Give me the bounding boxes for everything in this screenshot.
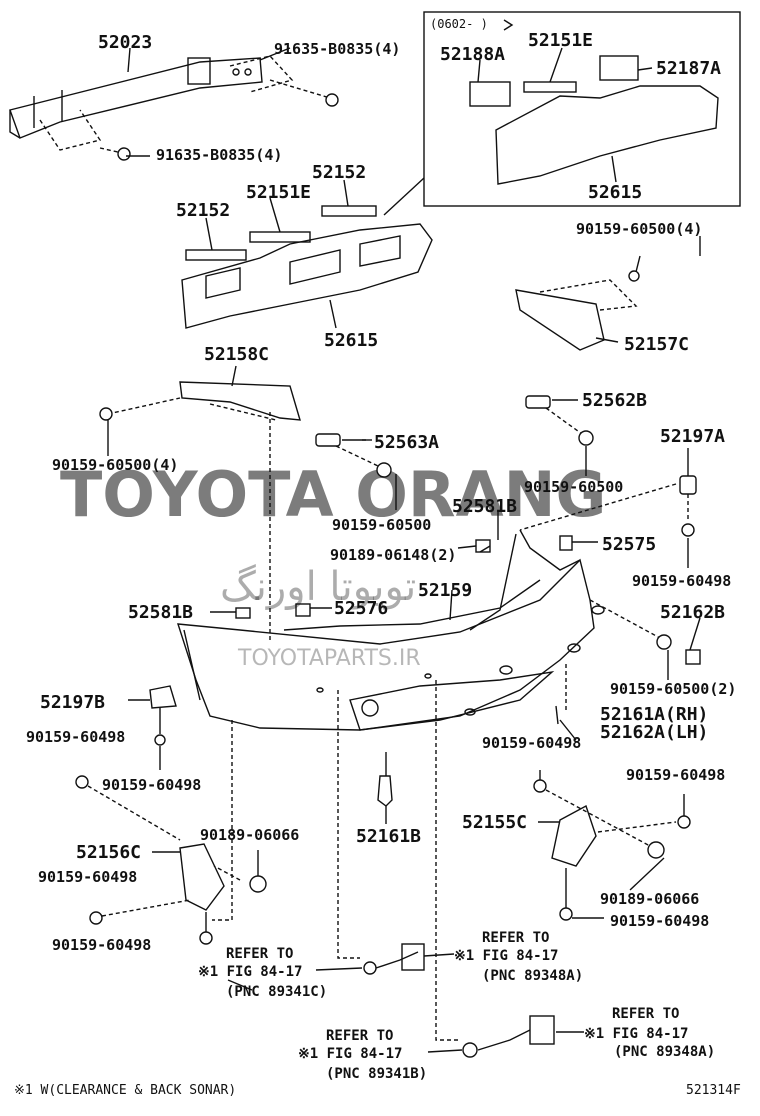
refer-89348a-2-line1: REFER TO [612, 1006, 679, 1022]
bracket-52157c [515, 270, 640, 351]
refer-89348a-1-line2: ※1 FIG 84-17 [454, 948, 558, 964]
refer-blocks: REFER TO ※1 FIG 84-17 (PNC 89341C) REFER… [198, 930, 715, 1082]
refer-89341c: REFER TO ※1 FIG 84-17 (PNC 89341C) [198, 946, 327, 1000]
label-52162a: 52162A(LH) [600, 722, 708, 743]
label-90159-60500-a: 90159-60500 [524, 478, 623, 496]
watermark-arabic: تویوتا اورنگ [220, 564, 416, 610]
part-labels: 52023 91635-B0835(4) 91635-B0835(4) 5218… [26, 30, 736, 954]
label-52576: 52576 [334, 598, 388, 619]
diagram-id: 521314F [686, 1083, 741, 1098]
label-52562b: 52562B [582, 390, 647, 411]
label-52615: 52615 [324, 330, 378, 351]
label-52152-b: 52152 [176, 200, 230, 221]
label-52161b: 52161B [356, 826, 421, 847]
inset-box: (0602- ) [383, 11, 741, 216]
refer-89341c-line2: ※1 FIG 84-17 [198, 964, 302, 980]
label-52151e-inset: 52151E [528, 30, 593, 51]
label-52187a: 52187A [656, 58, 721, 79]
footer: ※1 W(CLEARANCE & BACK SONAR) 521314F [14, 1083, 741, 1098]
label-90159-60498-a: 90159-60498 [632, 572, 731, 590]
label-52159: 52159 [418, 580, 472, 601]
inset-date-range: (0602- ) [430, 17, 488, 31]
refer-89341c-line3: (PNC 89341C) [226, 984, 327, 1000]
label-90159-60500-b: 90159-60500 [332, 516, 431, 534]
watermark: TOYOTA ORANG تویوتا اورنگ TOYOTAPARTS.IR [60, 458, 606, 671]
label-52023: 52023 [98, 32, 152, 53]
label-91635-bot: 91635-B0835(4) [156, 146, 282, 164]
label-90159-60498-d: 90159-60498 [102, 776, 201, 794]
label-52563a: 52563A [374, 432, 439, 453]
refer-leaders [315, 953, 584, 1053]
refer-89341b-line1: REFER TO [326, 1028, 393, 1044]
label-90159-60500-2: 90159-60500(2) [610, 680, 736, 698]
label-52615-inset: 52615 [588, 182, 642, 203]
label-52197b: 52197B [40, 692, 105, 713]
label-52155c: 52155C [462, 812, 527, 833]
bracket-52158c [99, 365, 301, 421]
energy-absorber-52615 [181, 179, 433, 329]
label-90189-06148: 90189-06148(2) [330, 546, 456, 564]
label-52581b-a: 52581B [452, 496, 517, 517]
label-90159-60500-4b: 90159-60500(4) [52, 456, 178, 474]
lower-center-parts [337, 680, 555, 1058]
bumper-cover-52159 [177, 412, 605, 731]
label-52151e: 52151E [246, 182, 311, 203]
lower-right-brackets [533, 770, 691, 921]
label-91635-top: 91635-B0835(4) [274, 40, 400, 58]
label-52152-a: 52152 [312, 162, 366, 183]
label-90189-06066-a: 90189-06066 [200, 826, 299, 844]
label-52188a: 52188A [440, 44, 505, 65]
label-90189-06066-b: 90189-06066 [600, 890, 699, 908]
watermark-site: TOYOTAPARTS.IR [237, 646, 421, 671]
label-52156c: 52156C [76, 842, 141, 863]
clips-and-bolts [210, 395, 701, 680]
watermark-main: TOYOTA ORANG [60, 458, 606, 531]
label-90159-60498-g: 90159-60498 [610, 912, 709, 930]
label-90159-60498-h: 90159-60498 [52, 936, 151, 954]
refer-89348a-1: REFER TO ※1 FIG 84-17 (PNC 89348A) [454, 930, 583, 984]
refer-89348a-1-line3: (PNC 89348A) [482, 968, 583, 984]
refer-89341c-line1: REFER TO [226, 946, 293, 962]
label-90159-60500-4a: 90159-60500(4) [576, 220, 702, 238]
label-52162b: 52162B [660, 602, 725, 623]
label-52197a: 52197A [660, 426, 725, 447]
label-90159-60498-f: 90159-60498 [38, 868, 137, 886]
label-90159-60498-e: 90159-60498 [626, 766, 725, 784]
label-52158c: 52158C [204, 344, 269, 365]
refer-89341b-line3: (PNC 89341B) [326, 1066, 427, 1082]
label-52157c: 52157C [624, 334, 689, 355]
reinforcement-52023 [9, 47, 339, 161]
refer-89348a-2: REFER TO ※1 FIG 84-17 (PNC 89348A) [584, 1006, 715, 1060]
leader-lines [107, 155, 701, 991]
label-52161a: 52161A(RH) [600, 704, 708, 725]
label-90159-60498-c: 90159-60498 [482, 734, 581, 752]
refer-89348a-1-line1: REFER TO [482, 930, 549, 946]
lower-left-brackets [75, 685, 267, 945]
refer-89341b-line2: ※1 FIG 84-17 [298, 1046, 402, 1062]
label-52575: 52575 [602, 534, 656, 555]
refer-89341b: REFER TO ※1 FIG 84-17 (PNC 89341B) [298, 1028, 427, 1082]
footnote: ※1 W(CLEARANCE & BACK SONAR) [14, 1083, 236, 1098]
label-90159-60498-b: 90159-60498 [26, 728, 125, 746]
label-52581b-b: 52581B [128, 602, 193, 623]
refer-89348a-2-line3: (PNC 89348A) [614, 1044, 715, 1060]
refer-89348a-2-line2: ※1 FIG 84-17 [584, 1026, 688, 1042]
